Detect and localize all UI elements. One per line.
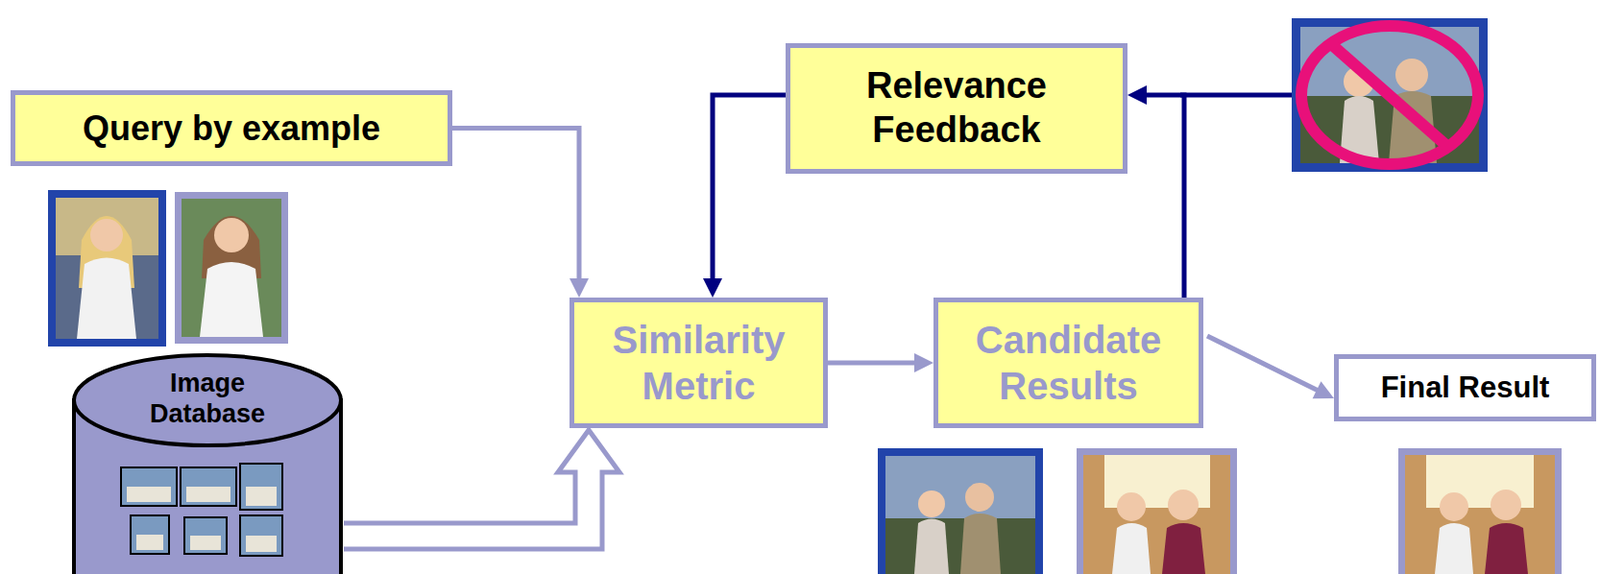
connector-arrow xyxy=(1127,85,1185,298)
node-label: Image Database xyxy=(121,367,294,431)
final-photo xyxy=(1398,448,1562,574)
node-label: Candidate Results xyxy=(947,316,1189,410)
candidate-photo xyxy=(1076,448,1237,574)
connector-arrow xyxy=(1207,336,1334,399)
process-box: Similarity Metric xyxy=(569,297,828,429)
node-label: Relevance Feedback xyxy=(800,64,1114,152)
query-box: Query by example xyxy=(10,90,453,167)
query-photo xyxy=(48,190,167,347)
candidate-photo xyxy=(877,448,1043,574)
query-photo xyxy=(174,192,289,344)
process-box: Candidate Results xyxy=(933,297,1204,429)
feedback-box: Relevance Feedback xyxy=(785,43,1128,174)
database-cylinder: Image Database xyxy=(71,352,344,574)
connector-arrow xyxy=(827,353,934,373)
rejected-photo xyxy=(1291,18,1488,172)
node-label: Similarity Metric xyxy=(583,316,814,410)
feedback-wire xyxy=(1180,93,1292,98)
result-box: Final Result xyxy=(1333,354,1597,422)
hollow-arrow xyxy=(343,430,620,550)
connector-arrow xyxy=(452,128,589,299)
connector-arrow xyxy=(703,95,786,298)
node-label: Query by example xyxy=(82,107,381,149)
node-label: Final Result xyxy=(1381,369,1551,406)
